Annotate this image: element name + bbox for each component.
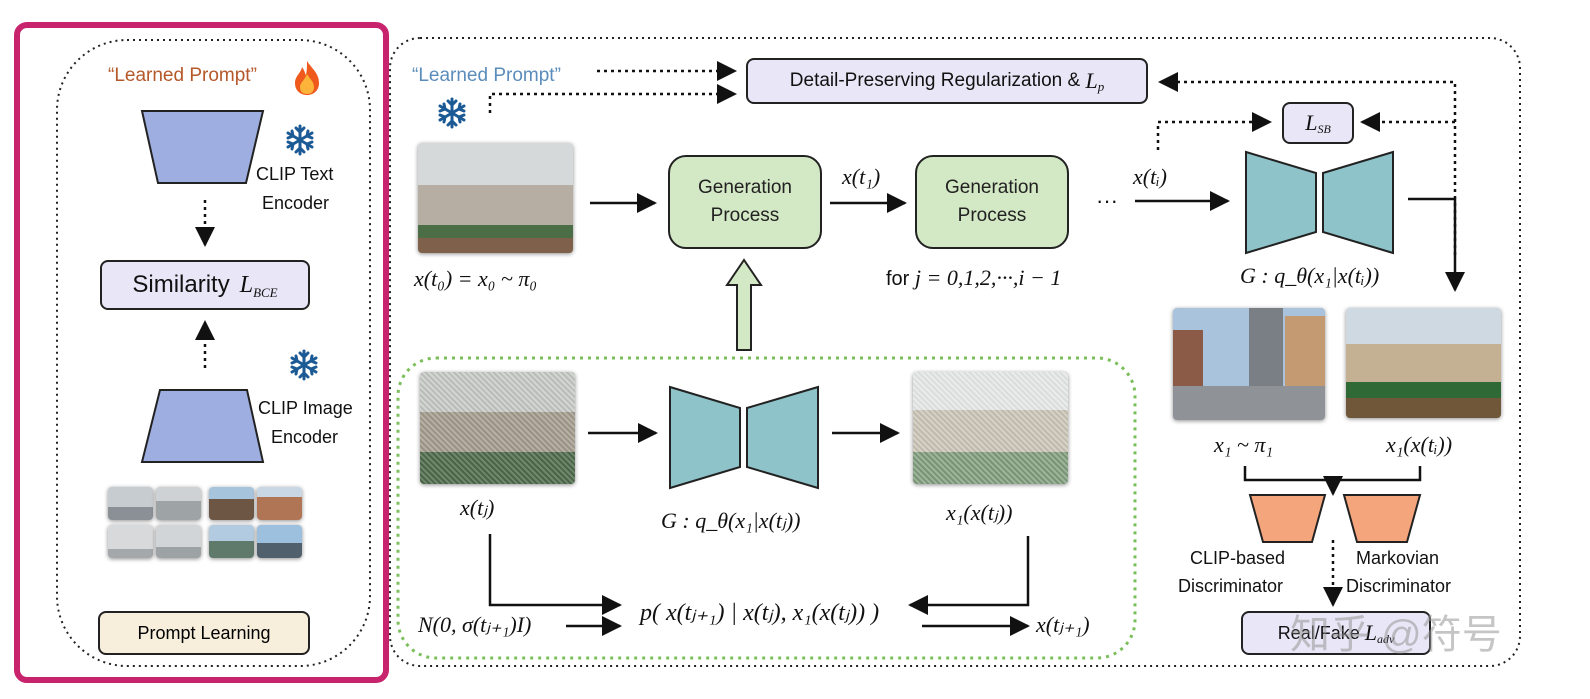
adv-loss: L xyxy=(1364,620,1377,645)
output-to-detail-arrow xyxy=(1158,72,1457,255)
for-expression: j = 0,1,2,···,i − 1 xyxy=(914,265,1062,290)
x-tj1-label: x(tⱼ₊₁) xyxy=(1036,612,1090,637)
thumb-hazy-1 xyxy=(108,487,153,520)
snowflake-icon xyxy=(286,124,314,156)
left-inner-dotted-frame xyxy=(56,39,371,667)
g-top-label: G : q_θ(x₁|x(tᵢ)) xyxy=(1240,263,1380,288)
thumb-clear-1 xyxy=(209,487,254,520)
thumb-hazy-2 xyxy=(156,487,201,520)
right-learned-prompt: “Learned Prompt” xyxy=(412,65,561,86)
x-tj-label: x(tⱼ) xyxy=(460,495,495,520)
gen1-line1: Generation xyxy=(697,177,792,198)
thumb-clear-3 xyxy=(209,525,254,558)
detail-loss: L xyxy=(1085,68,1098,93)
gen2-line2: Process xyxy=(957,205,1027,226)
top-generator-right xyxy=(1322,150,1394,255)
thumbnail-grid xyxy=(108,487,304,559)
detail-box-label: Detail-Preserving Regularization & xyxy=(789,70,1086,91)
markov-discriminator-shape xyxy=(1342,494,1422,543)
fire-icon xyxy=(295,61,319,95)
clip-text-encoder-shape xyxy=(140,110,265,184)
samples-merge-lines xyxy=(1243,466,1422,482)
clip-text-encoder-label-2: Encoder xyxy=(262,193,330,213)
noisy-image xyxy=(420,372,575,484)
x1-xtj-label: x₁(x(tⱼ)) xyxy=(946,500,1013,525)
mid-generator-left xyxy=(669,385,741,490)
translated-output-image xyxy=(1346,308,1501,418)
adv-loss-sub: adv xyxy=(1376,631,1395,646)
clip-image-encoder-label-1: CLIP Image xyxy=(258,398,353,418)
thumb-hazy-4 xyxy=(156,525,201,558)
clip-discriminator-shape xyxy=(1248,494,1327,543)
sub-process-frame xyxy=(396,356,1137,660)
mid-generator-right xyxy=(746,385,819,490)
predicted-x1-image xyxy=(913,372,1068,484)
target-domain-image xyxy=(1173,308,1325,420)
watermark: 知乎 @符号 xyxy=(1290,613,1502,657)
gen2-line1: Generation xyxy=(944,177,1039,198)
gen1-line2: Process xyxy=(710,205,780,226)
thumb-clear-4 xyxy=(257,525,302,558)
top-generator-left xyxy=(1245,150,1317,255)
clip-image-encoder-label-2: Encoder xyxy=(271,427,339,447)
x1-to-posterior-arrow xyxy=(908,536,1030,615)
clip-disc-label-1: CLIP-based xyxy=(1190,548,1286,568)
generation-process-2: Generation Process xyxy=(915,155,1069,249)
for-prefix: for xyxy=(886,268,915,290)
posterior-label: p( x(tⱼ₊₁) | x(tⱼ), x₁(x(tⱼ)) ) xyxy=(640,600,880,626)
thumb-hazy-3 xyxy=(108,525,153,558)
generation-process-1: Generation Process xyxy=(668,155,822,249)
similarity-loss-sub: BCE xyxy=(253,285,278,300)
x-t1-label: x(t₁) xyxy=(842,164,881,189)
detail-loss-sub: p xyxy=(1097,79,1105,94)
ellipsis: ··· xyxy=(1096,188,1118,213)
right-panel-frame xyxy=(389,37,1521,667)
up-hollow-arrow xyxy=(725,258,763,351)
x-ti-label: x(tᵢ) xyxy=(1133,164,1168,189)
noise-label: N(0, σ(tⱼ₊₁)I) xyxy=(418,612,532,637)
snowflake-icon xyxy=(438,97,466,129)
real-fake-label: Real/Fake xyxy=(1277,622,1365,643)
markov-disc-label-2: Discriminator xyxy=(1346,576,1452,596)
thumb-clear-2 xyxy=(257,487,302,520)
snowflake-icon xyxy=(290,349,318,381)
xti-to-lsb-arrow xyxy=(1156,112,1272,150)
x1-pi1-label: x₁ ~ π₁ xyxy=(1214,432,1273,457)
clip-disc-label-2: Discriminator xyxy=(1178,576,1284,596)
clip-text-encoder-label-1: CLIP Text xyxy=(256,164,334,184)
for-loop-label: for j = 0,1,2,···,i − 1 xyxy=(886,265,1061,291)
prompt-learning-button[interactable]: Prompt Learning xyxy=(98,611,310,655)
xtj-to-posterior-arrow xyxy=(488,534,622,615)
markov-disc-label-1: Markovian xyxy=(1356,548,1440,568)
x-t0-label: x(t₀) = x₀ ~ π₀ xyxy=(414,266,538,291)
left-learned-prompt: “Learned Prompt” xyxy=(108,65,257,86)
lsb-loss-sub: SB xyxy=(1317,121,1331,136)
similarity-label: Similarity xyxy=(132,271,230,298)
hazy-input-image xyxy=(418,143,573,253)
generator-to-output-arrow xyxy=(1408,197,1465,292)
g-mid-label: G : q_θ(x₁|x(tⱼ)) xyxy=(661,508,801,533)
x1-xti-label: x₁(x(tᵢ)) xyxy=(1386,432,1453,457)
left-panel-frame xyxy=(14,22,389,683)
clip-image-encoder-shape xyxy=(140,389,265,463)
prompt-to-detail-arrow-2 xyxy=(488,84,737,113)
lsb-loss: L xyxy=(1305,110,1318,135)
similarity-loss: L xyxy=(239,271,254,298)
